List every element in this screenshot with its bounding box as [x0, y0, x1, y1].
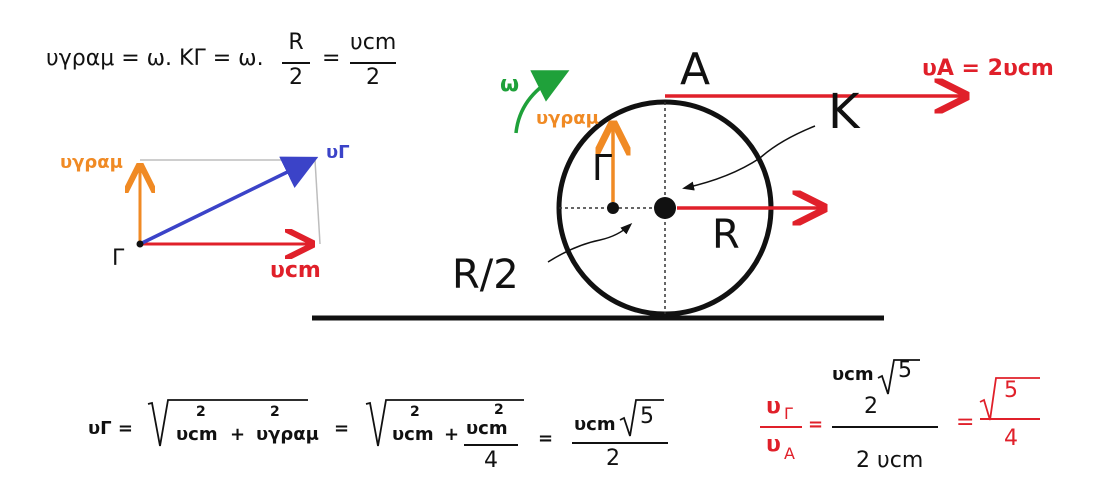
k-pointer — [682, 125, 816, 191]
bottom-frac-num: υcm — [466, 418, 508, 439]
parallelogram-right-edge — [314, 159, 321, 245]
bottom-sq2a-base: υcm — [392, 424, 434, 445]
bottom-sq2a-exp: 2 — [410, 404, 420, 420]
ratio-big-den: 2 υcm — [856, 448, 924, 473]
bottom-plus2: + — [444, 424, 460, 445]
top-formula-eq: = — [322, 46, 341, 71]
half-radius-pointer — [547, 222, 633, 263]
ratio-big-num-root: 5 — [898, 358, 912, 383]
bottom-plus1: + — [230, 424, 246, 445]
ratio-den-sub: A — [784, 444, 795, 463]
left-vgram-label: υγραμ — [60, 152, 123, 173]
bottom-sq1a-exp: 2 — [196, 404, 206, 420]
ratio-den: υ — [766, 432, 781, 457]
wheel-vgram-label: υγραμ — [536, 108, 599, 129]
bottom-frac-bar — [464, 444, 518, 446]
bottom-lhs: υΓ = — [88, 418, 133, 439]
bottom-res-bar — [572, 442, 668, 444]
ratio-bar — [760, 426, 802, 428]
ratio-big-num-bottom: 2 — [864, 394, 878, 419]
ratio-res-bar — [980, 418, 1040, 420]
point-a-label: Α — [680, 44, 711, 95]
bottom-res-num: υcm — [574, 414, 616, 435]
radius-label: R — [712, 212, 740, 258]
top-frac1-num: R — [288, 30, 304, 55]
bottom-frac-num-exp: 2 — [494, 402, 504, 418]
sqrt-sign-4 — [877, 359, 920, 395]
bottom-frac-den: 4 — [484, 448, 498, 473]
point-k-label: Κ — [828, 84, 860, 140]
wheel — [514, 70, 966, 317]
point-g-wheel-label: Γ — [592, 148, 613, 189]
left-vector-diagram — [136, 156, 321, 248]
omega-label: ω — [500, 72, 520, 97]
ratio-eq1: = — [808, 414, 824, 435]
left-vg-label: υΓ — [326, 142, 350, 163]
top-frac2-den: 2 — [366, 65, 380, 90]
bottom-sq1b-base: υγραμ — [256, 424, 319, 445]
omega-arc — [514, 70, 570, 134]
bottom-eq1: = — [334, 418, 350, 439]
top-frac2: υcm 2 — [350, 30, 396, 90]
top-frac2-bar — [350, 62, 396, 64]
ratio-big-num-top: υcm — [832, 364, 874, 385]
point-g-dot — [136, 240, 144, 248]
sqrt-sign-1 — [147, 399, 308, 447]
ratio-res-root: 5 — [1004, 378, 1018, 403]
sqrt-sign-2 — [365, 399, 524, 447]
half-radius-label: R/2 — [452, 252, 519, 298]
left-point-g-label: Γ — [112, 246, 125, 271]
ratio-num: υ — [766, 394, 781, 419]
top-frac1: R 2 — [282, 30, 310, 90]
sqrt-sign-3 — [619, 399, 664, 437]
left-vcm-label: υcm — [270, 258, 321, 283]
bottom-sq1b-exp: 2 — [270, 404, 280, 420]
bottom-res-root: 5 — [640, 404, 654, 429]
ratio-eq2: = — [956, 410, 975, 435]
sqrt-sign-5 — [979, 377, 1040, 421]
vg-arrow — [139, 156, 319, 246]
top-frac1-den: 2 — [289, 65, 303, 90]
ratio-num-sub: Γ — [784, 404, 793, 423]
top-frac1-bar — [282, 62, 310, 64]
point-g-wheel-dot — [607, 202, 619, 214]
bottom-eq2: = — [538, 428, 554, 449]
top-frac2-num: υcm — [350, 30, 397, 55]
ratio-big-bar — [832, 426, 938, 428]
ratio-res-den: 4 — [1004, 426, 1018, 451]
bottom-res-den: 2 — [606, 446, 620, 471]
va-label: υA = 2υcm — [922, 56, 1054, 81]
center-k-dot — [654, 197, 676, 219]
top-formula-lhs: υγραμ = ω. ΚΓ = ω. — [46, 46, 264, 71]
bottom-sq1a-base: υcm — [176, 424, 218, 445]
